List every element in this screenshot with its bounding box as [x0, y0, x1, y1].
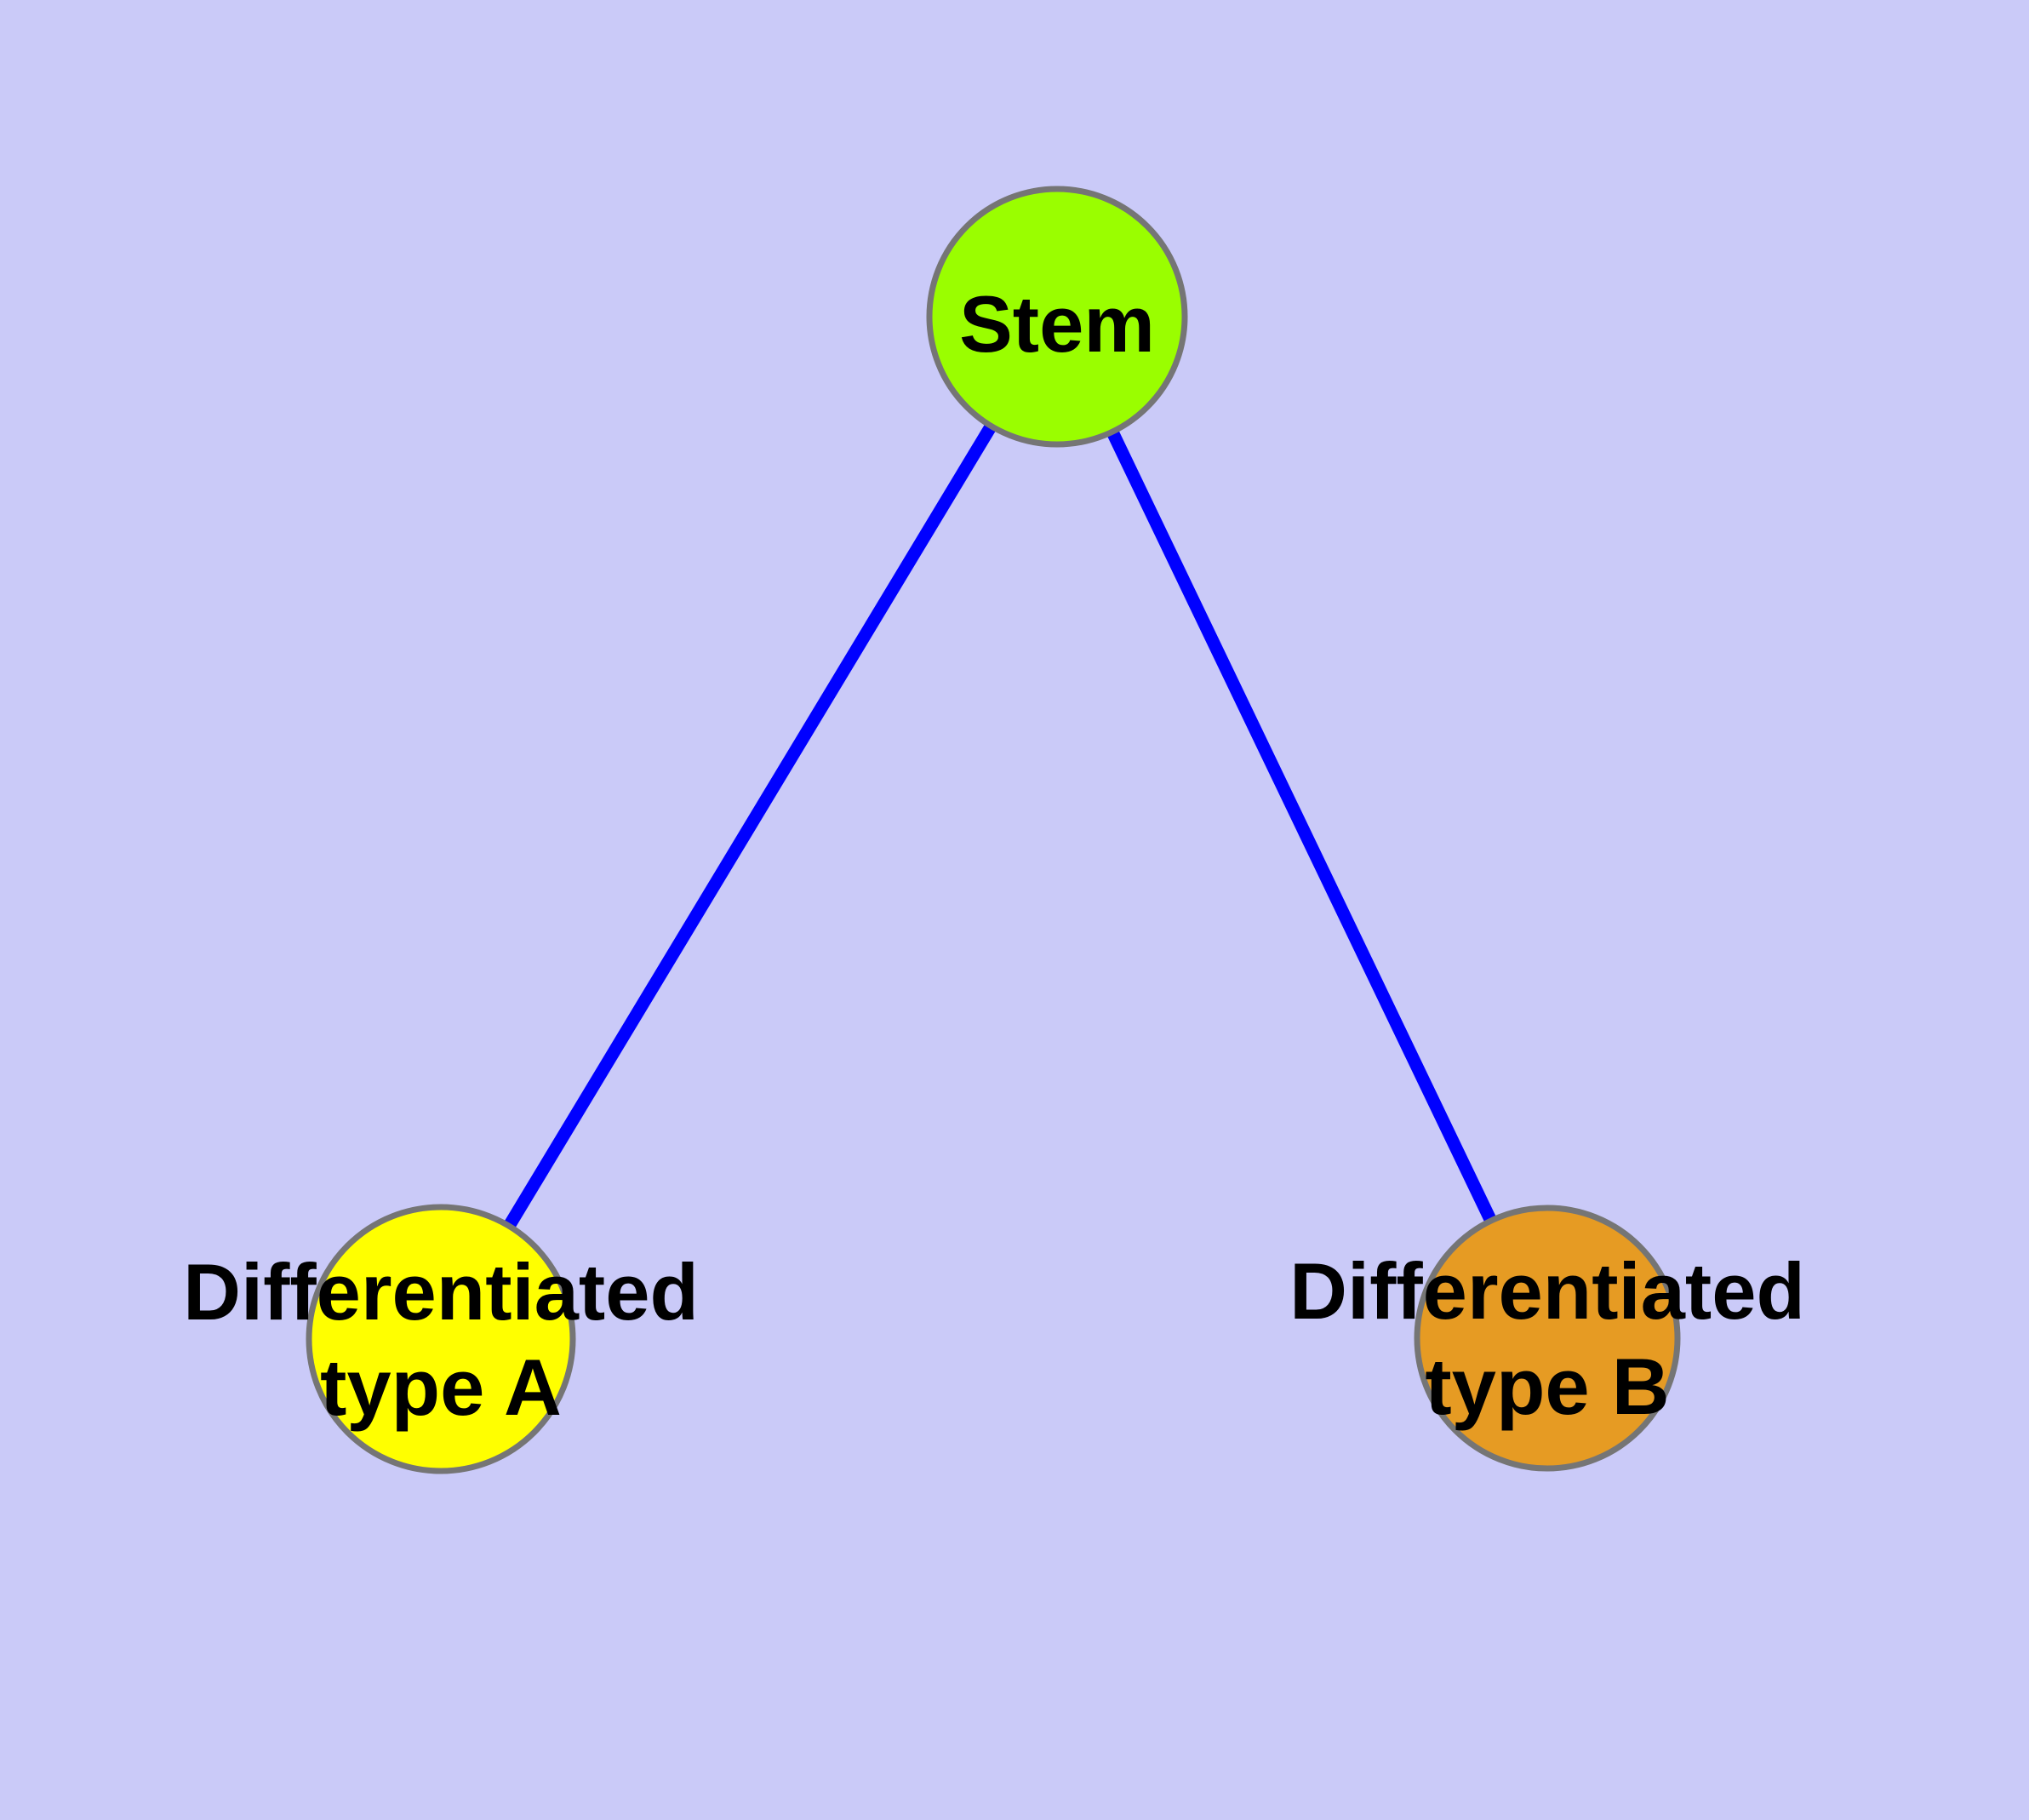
- node-type-a-label-line1: Differentiated: [183, 1247, 699, 1336]
- node-stem[interactable]: [926, 186, 1188, 448]
- node-type-b-label-line2: type B: [1425, 1342, 1669, 1431]
- edge-stem-to-type-a: [435, 313, 1063, 1342]
- node-differentiated-type-b[interactable]: [1414, 1205, 1681, 1472]
- node-stem-label: Stem: [959, 279, 1155, 369]
- edge-stem-to-type-b: [1051, 313, 1553, 1342]
- node-type-b-label-line1: Differentiated: [1289, 1246, 1805, 1336]
- node-type-a-label-line2: type A: [320, 1342, 562, 1432]
- node-differentiated-type-a[interactable]: [306, 1204, 576, 1474]
